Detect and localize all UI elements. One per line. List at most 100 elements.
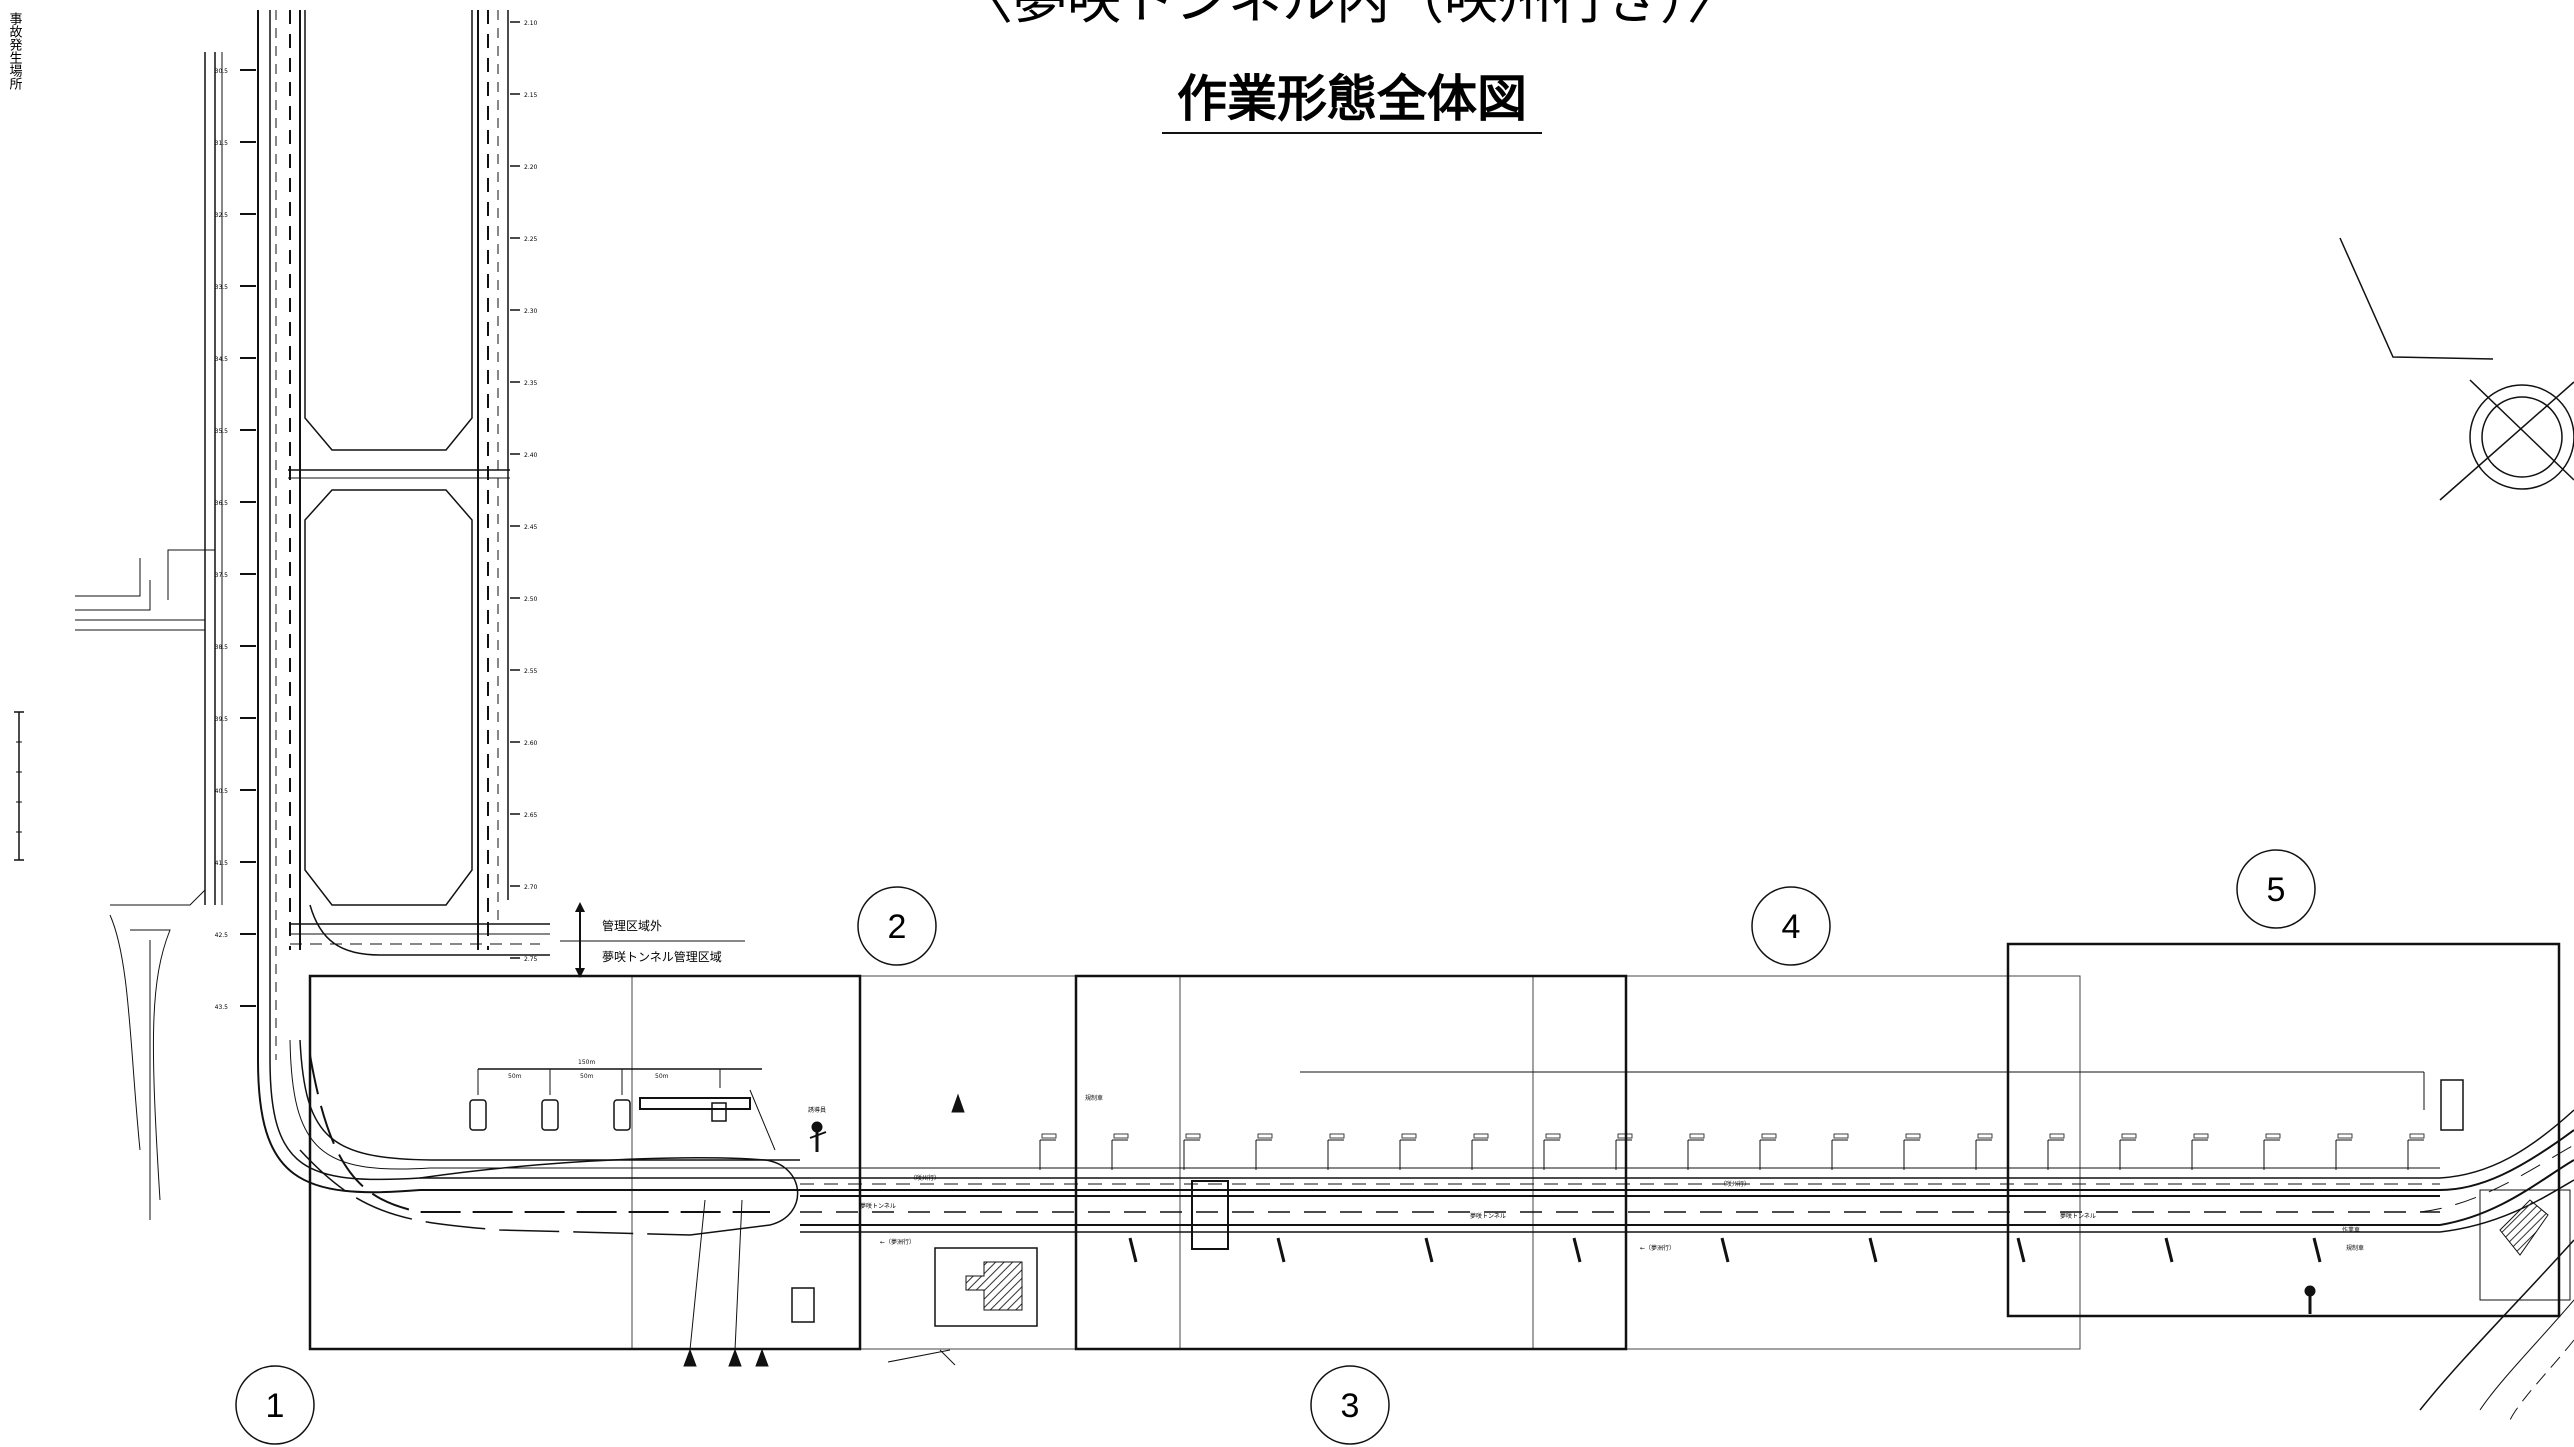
- svg-text:2.15: 2.15: [524, 92, 538, 99]
- road-label: （咲州行）: [910, 1174, 940, 1182]
- road-label: 夢咲トンネル: [860, 1202, 896, 1210]
- station-marker: 34.5: [215, 356, 256, 363]
- lane-arrow-icon: [1868, 1237, 1878, 1263]
- zone-3-frame: [1074, 974, 1628, 1351]
- side-note: 事故発生場所: [7, 12, 23, 90]
- station-markers-left: 30.531.532.533.534.535.536.537.538.539.5…: [215, 68, 256, 1011]
- cone-icon: [683, 1348, 697, 1367]
- zone-marker-5[interactable]: 5: [2236, 849, 2316, 929]
- svg-text:2.60: 2.60: [524, 740, 538, 747]
- zone-marker-3[interactable]: 3: [1310, 1365, 1390, 1445]
- svg-text:2.20: 2.20: [524, 164, 538, 171]
- svg-text:2.30: 2.30: [524, 308, 538, 315]
- road-label: （咲州行）: [1720, 1180, 1750, 1188]
- lane-arrows: [1128, 1237, 2322, 1263]
- station-marker: 2.75: [510, 956, 538, 963]
- cone-tick: [1687, 1133, 1705, 1170]
- station-marker: 36.5: [215, 500, 256, 507]
- cone-tick: [2335, 1133, 2353, 1170]
- lane-arrow-icon: [2164, 1237, 2174, 1263]
- station-marker: 32.5: [215, 212, 256, 219]
- zone-marker-2[interactable]: 2: [857, 886, 937, 966]
- cone-markers: [1039, 1133, 2425, 1170]
- flagman-icon: [2304, 1285, 2316, 1314]
- zone-marker-4[interactable]: 4: [1751, 886, 1831, 966]
- station-marker: 2.40: [510, 452, 538, 459]
- cone-tick: [1399, 1133, 1417, 1170]
- zone-5-devices: 作業車 規制車: [2304, 1079, 2571, 1314]
- svg-text:41.5: 41.5: [215, 860, 229, 867]
- cone-tick: [1759, 1133, 1777, 1170]
- svg-text:33.5: 33.5: [215, 284, 229, 291]
- work-vehicle-label: 作業車: [2342, 1226, 2360, 1234]
- zone-number: 4: [1782, 908, 1801, 946]
- drawing-title: 〈夢咲トンネル内（咲州行き）〉: [959, 0, 1741, 31]
- cone-icon: [951, 1093, 965, 1113]
- cross-passage: [1191, 1180, 1229, 1250]
- svg-text:2.70: 2.70: [524, 884, 538, 891]
- guard-label: 誘導員: [808, 1106, 826, 1114]
- lane-arrow-icon: [1572, 1237, 1582, 1263]
- road-label: 夢咲トンネル: [2060, 1212, 2096, 1220]
- station-marker: 2.15: [510, 92, 538, 99]
- boundary-outside-label: 管理区域外: [602, 918, 662, 933]
- flagman-icon: [809, 1121, 827, 1152]
- zone-number: 2: [888, 908, 907, 946]
- management-boundary: 管理区域外 夢咲トンネル管理区域: [560, 902, 745, 978]
- svg-text:40.5: 40.5: [215, 788, 229, 795]
- svg-text:36.5: 36.5: [215, 500, 229, 507]
- cone-tick: [2191, 1133, 2209, 1170]
- road-label: ←（夢洲行）: [1640, 1244, 1675, 1252]
- station-marker: 38.5: [215, 644, 256, 651]
- zone-1-frame: [308, 974, 862, 1351]
- station-marker: 35.5: [215, 428, 256, 435]
- sign-board-icon: [469, 1099, 487, 1131]
- station-marker: 42.5: [215, 932, 256, 939]
- zone-number: 1: [266, 1387, 285, 1425]
- lane-arrow-icon: [1424, 1237, 1434, 1263]
- warning-sign-icon: [639, 1097, 751, 1110]
- distance-label: 50m: [655, 1073, 669, 1080]
- svg-text:2.10: 2.10: [524, 20, 538, 27]
- cone-tick: [2047, 1133, 2065, 1170]
- station-marker: 2.55: [510, 668, 538, 675]
- regulation-car-icon: [791, 1287, 815, 1323]
- cone-tick: [1183, 1133, 1201, 1170]
- cone-tick: [1255, 1133, 1273, 1170]
- cone-tick: [1471, 1133, 1489, 1170]
- station-marker: 37.5: [215, 572, 256, 579]
- station-marker: 40.5: [215, 788, 256, 795]
- lane-arrow-icon: [1720, 1237, 1730, 1263]
- distance-label: 50m: [580, 1073, 594, 1080]
- svg-text:2.75: 2.75: [524, 956, 538, 963]
- station-marker: 31.5: [215, 140, 256, 147]
- zone-5-frame: [2006, 942, 2561, 1318]
- cone-tick: [2263, 1133, 2281, 1170]
- station-marker: 2.25: [510, 236, 538, 243]
- arrow-board-icon: [711, 1102, 727, 1122]
- svg-text:34.5: 34.5: [215, 356, 229, 363]
- zone-1-devices: 150m 50m 50m 50m 誘導員: [469, 1059, 827, 1367]
- svg-text:39.5: 39.5: [215, 716, 229, 723]
- lane-arrow-icon: [2312, 1237, 2322, 1263]
- svg-text:35.5: 35.5: [215, 428, 229, 435]
- station-marker: 43.5: [215, 1004, 256, 1011]
- approach-road: [75, 10, 550, 1220]
- station-marker: 2.70: [510, 884, 538, 891]
- regulation-car-label: 規制車: [2346, 1244, 2364, 1252]
- station-marker: 33.5: [215, 284, 256, 291]
- cone-tick: [1975, 1133, 1993, 1170]
- scale-bar: [14, 711, 24, 861]
- cone-tick: [1903, 1133, 1921, 1170]
- regulation-car-label: 規制車: [1085, 1094, 1103, 1102]
- road-label: ←（夢洲行）: [880, 1238, 915, 1246]
- cone-icon: [728, 1348, 742, 1367]
- zone-marker-1[interactable]: 1: [235, 1365, 315, 1445]
- drawing-subtitle: 作業形態全体図: [1177, 70, 1527, 128]
- svg-text:42.5: 42.5: [215, 932, 229, 939]
- road-label: 夢咲トンネル: [1470, 1212, 1506, 1220]
- cone-tick: [1831, 1133, 1849, 1170]
- station-marker: 39.5: [215, 716, 256, 723]
- svg-text:2.50: 2.50: [524, 596, 538, 603]
